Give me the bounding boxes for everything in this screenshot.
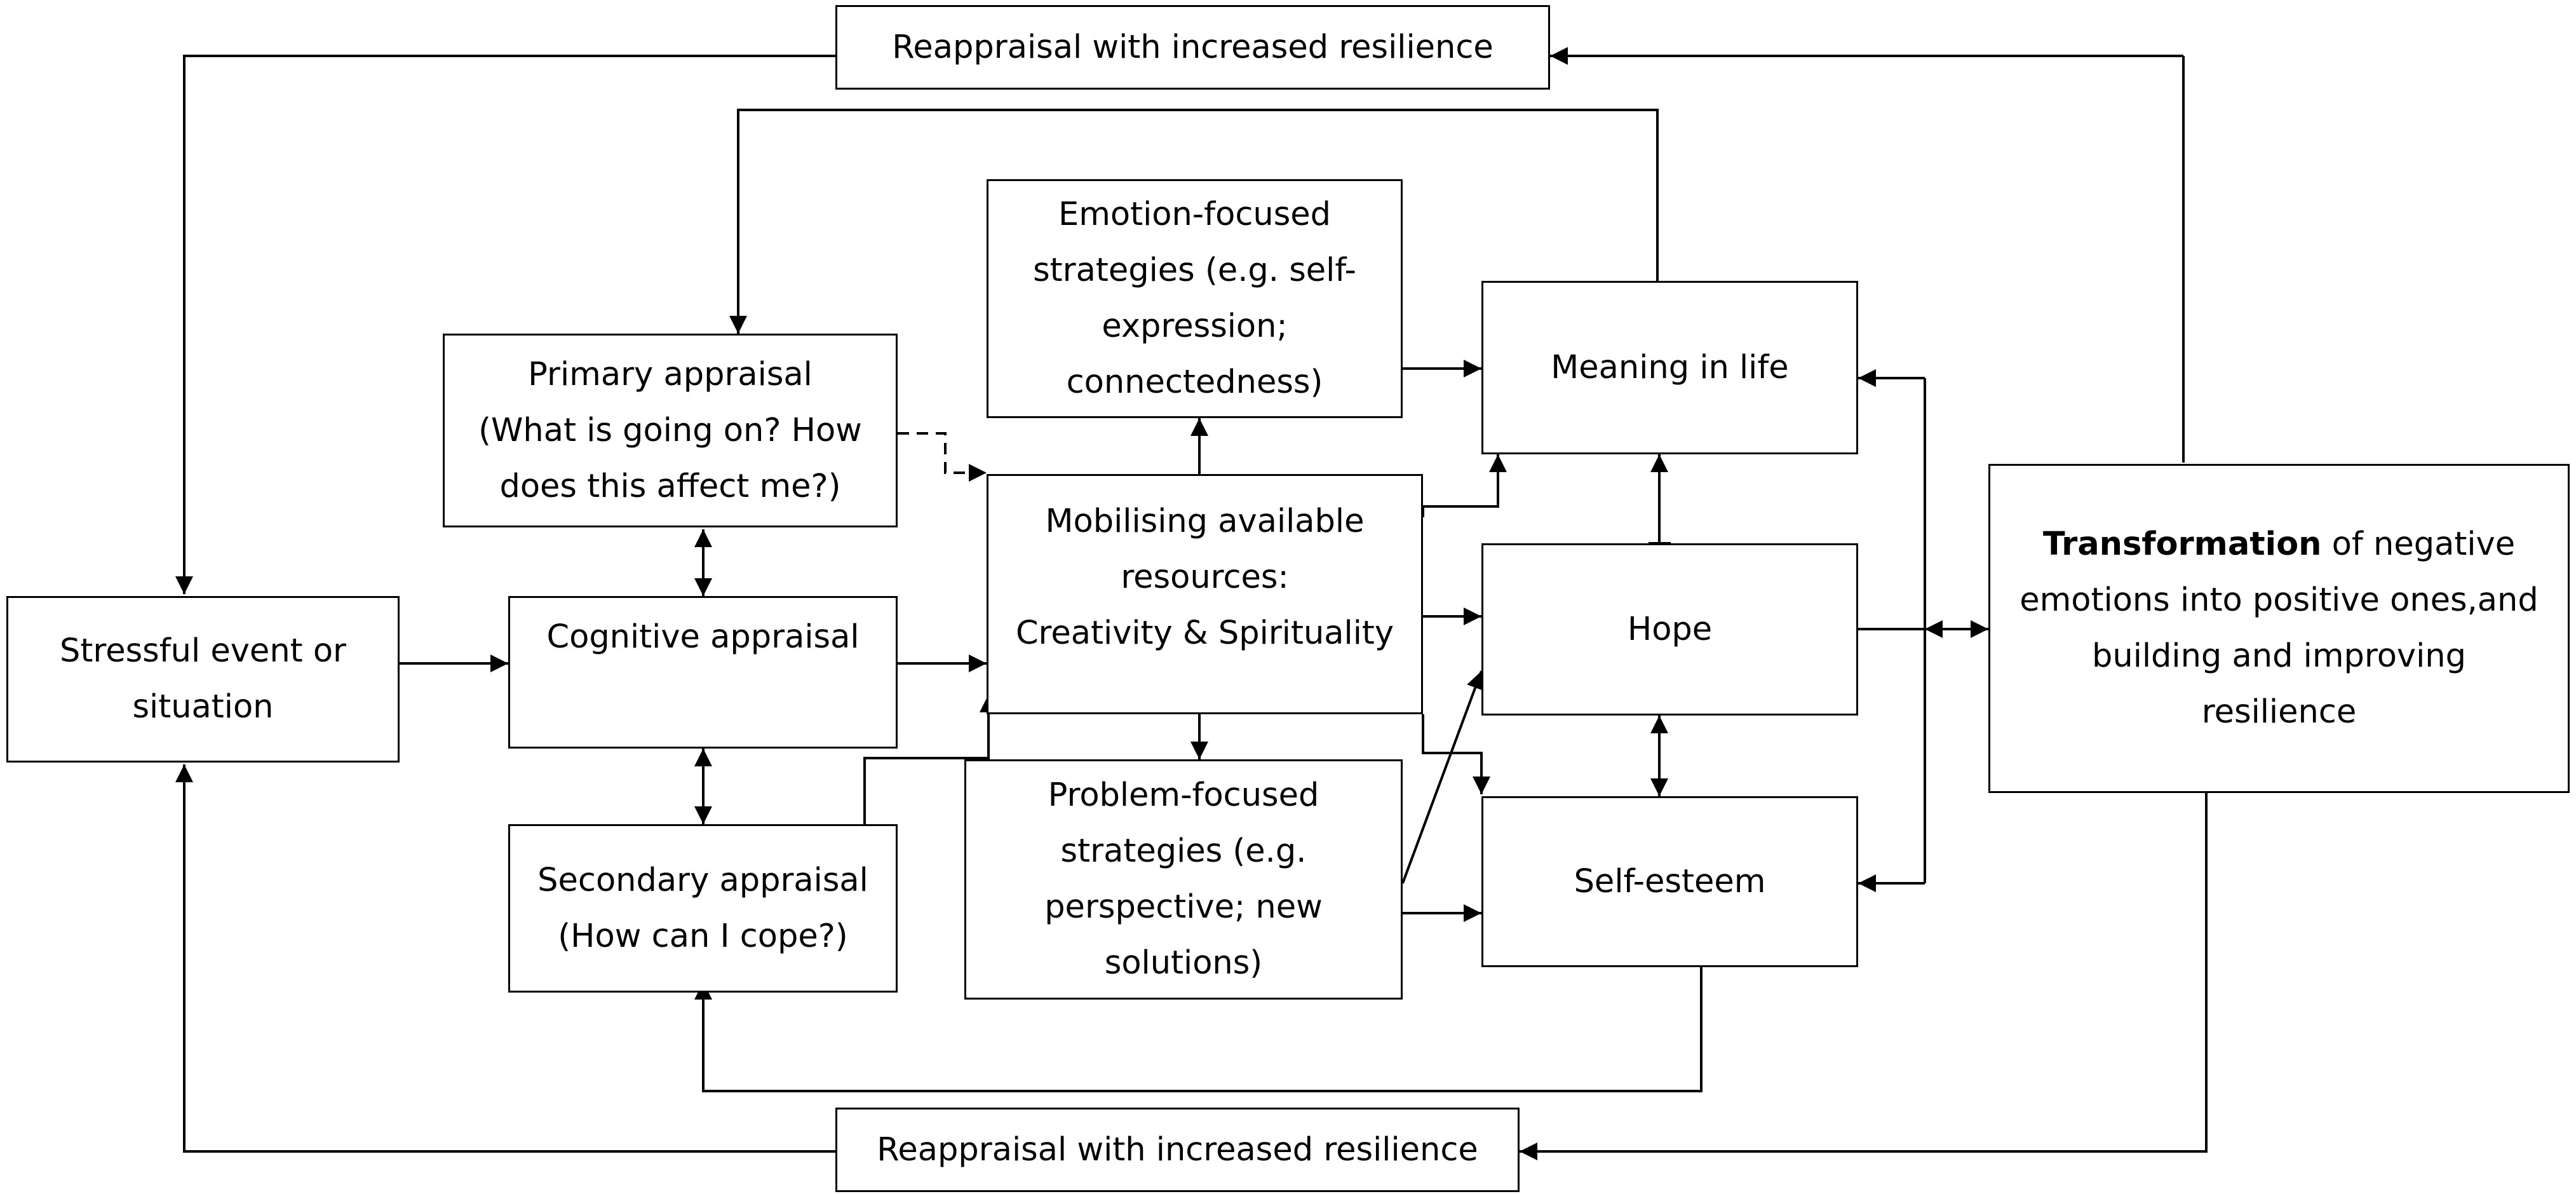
transformation-line-3: building and improving: [2092, 637, 2466, 675]
mobilising-line-2: resources:: [1121, 559, 1289, 596]
primary-appraisal-box: Primary appraisal (What is going on? How…: [443, 334, 898, 527]
transformation-line-1: Transformation of negative: [2043, 517, 2515, 573]
problem-line-1: Problem-focused: [1048, 777, 1319, 814]
self-esteem-box: Self-esteem: [1481, 796, 1858, 967]
primary-line-3: does this affect me?): [499, 467, 841, 505]
transformation-line-2: emotions into positive ones,and: [2020, 581, 2539, 619]
emotion-line-4: connectedness): [1066, 363, 1323, 401]
transformation-bold-word: Transformation: [2042, 526, 2322, 563]
stressful-line-2: situation: [132, 688, 274, 726]
emotion-line-1: Emotion-focused: [1058, 196, 1332, 233]
secondary-line-2: (How can I cope?): [558, 917, 848, 955]
mobilising-resources-box: Mobilising available resources: Creativi…: [987, 474, 1423, 714]
emotion-focused-box: Emotion-focused strategies (e.g. self- e…: [987, 179, 1403, 418]
loop-bottom-left-arrow: [175, 764, 835, 1153]
secondary-to-mobilising-arrow: [863, 695, 997, 824]
primary-line-2: (What is going on? How: [478, 411, 862, 449]
stressful-event-box: Stressful event or situation: [6, 596, 400, 763]
mobilising-to-meaning-arrow: [1422, 454, 1507, 517]
reappraisal-top-label: Reappraisal with increased resilience: [892, 28, 1494, 66]
problem-focused-box: Problem-focused strategies (e.g. perspec…: [964, 759, 1403, 1000]
transformation-line-1-rest: of negative: [2321, 526, 2516, 563]
primary-line-1: Primary appraisal: [528, 355, 813, 393]
problem-line-2: strategies (e.g.: [1060, 832, 1307, 870]
reappraisal-bottom-box: Reappraisal with increased resilience: [835, 1108, 1520, 1192]
mobilising-to-selfesteem-arrow: [1422, 714, 1490, 794]
meaning-label: Meaning in life: [1551, 348, 1789, 386]
primary-to-mobilising-dashed-arrow: [898, 432, 987, 482]
loop-top-left-arrow: [175, 55, 835, 594]
meaning-to-primary-arrow: [729, 109, 1659, 334]
hope-box: Hope: [1481, 543, 1858, 716]
problem-line-4: solutions): [1104, 944, 1263, 982]
reappraisal-bottom-label: Reappraisal with increased resilience: [877, 1130, 1478, 1169]
selfesteem-label: Self-esteem: [1574, 862, 1766, 900]
meaning-in-life-box: Meaning in life: [1481, 281, 1858, 454]
mobilising-line-3: Creativity & Spirituality: [1015, 614, 1394, 652]
transformation-line-4: resilience: [2201, 693, 2357, 731]
emotion-line-2: strategies (e.g. self-: [1033, 252, 1356, 289]
secondary-appraisal-box: Secondary appraisal (How can I cope?): [508, 824, 898, 993]
problem-line-3: perspective; new: [1044, 888, 1323, 926]
hope-label: Hope: [1627, 610, 1713, 648]
stressful-line-1: Stressful event or: [59, 632, 347, 670]
secondary-line-1: Secondary appraisal: [537, 861, 868, 899]
transformation-box: Transformation of negative emotions into…: [1988, 464, 2570, 793]
mobilising-line-1: Mobilising available: [1045, 503, 1365, 540]
cognitive-line-1: Cognitive appraisal: [546, 618, 860, 656]
cognitive-appraisal-box: Cognitive appraisal: [508, 596, 898, 749]
emotion-line-3: expression;: [1102, 308, 1288, 345]
problem-to-hope-arrow: [1401, 670, 1484, 884]
loop-bottom-right-arrow: [1520, 793, 2208, 1160]
selfesteem-to-secondary-arrow: [694, 967, 1703, 1092]
reappraisal-top-box: Reappraisal with increased resilience: [835, 5, 1550, 90]
